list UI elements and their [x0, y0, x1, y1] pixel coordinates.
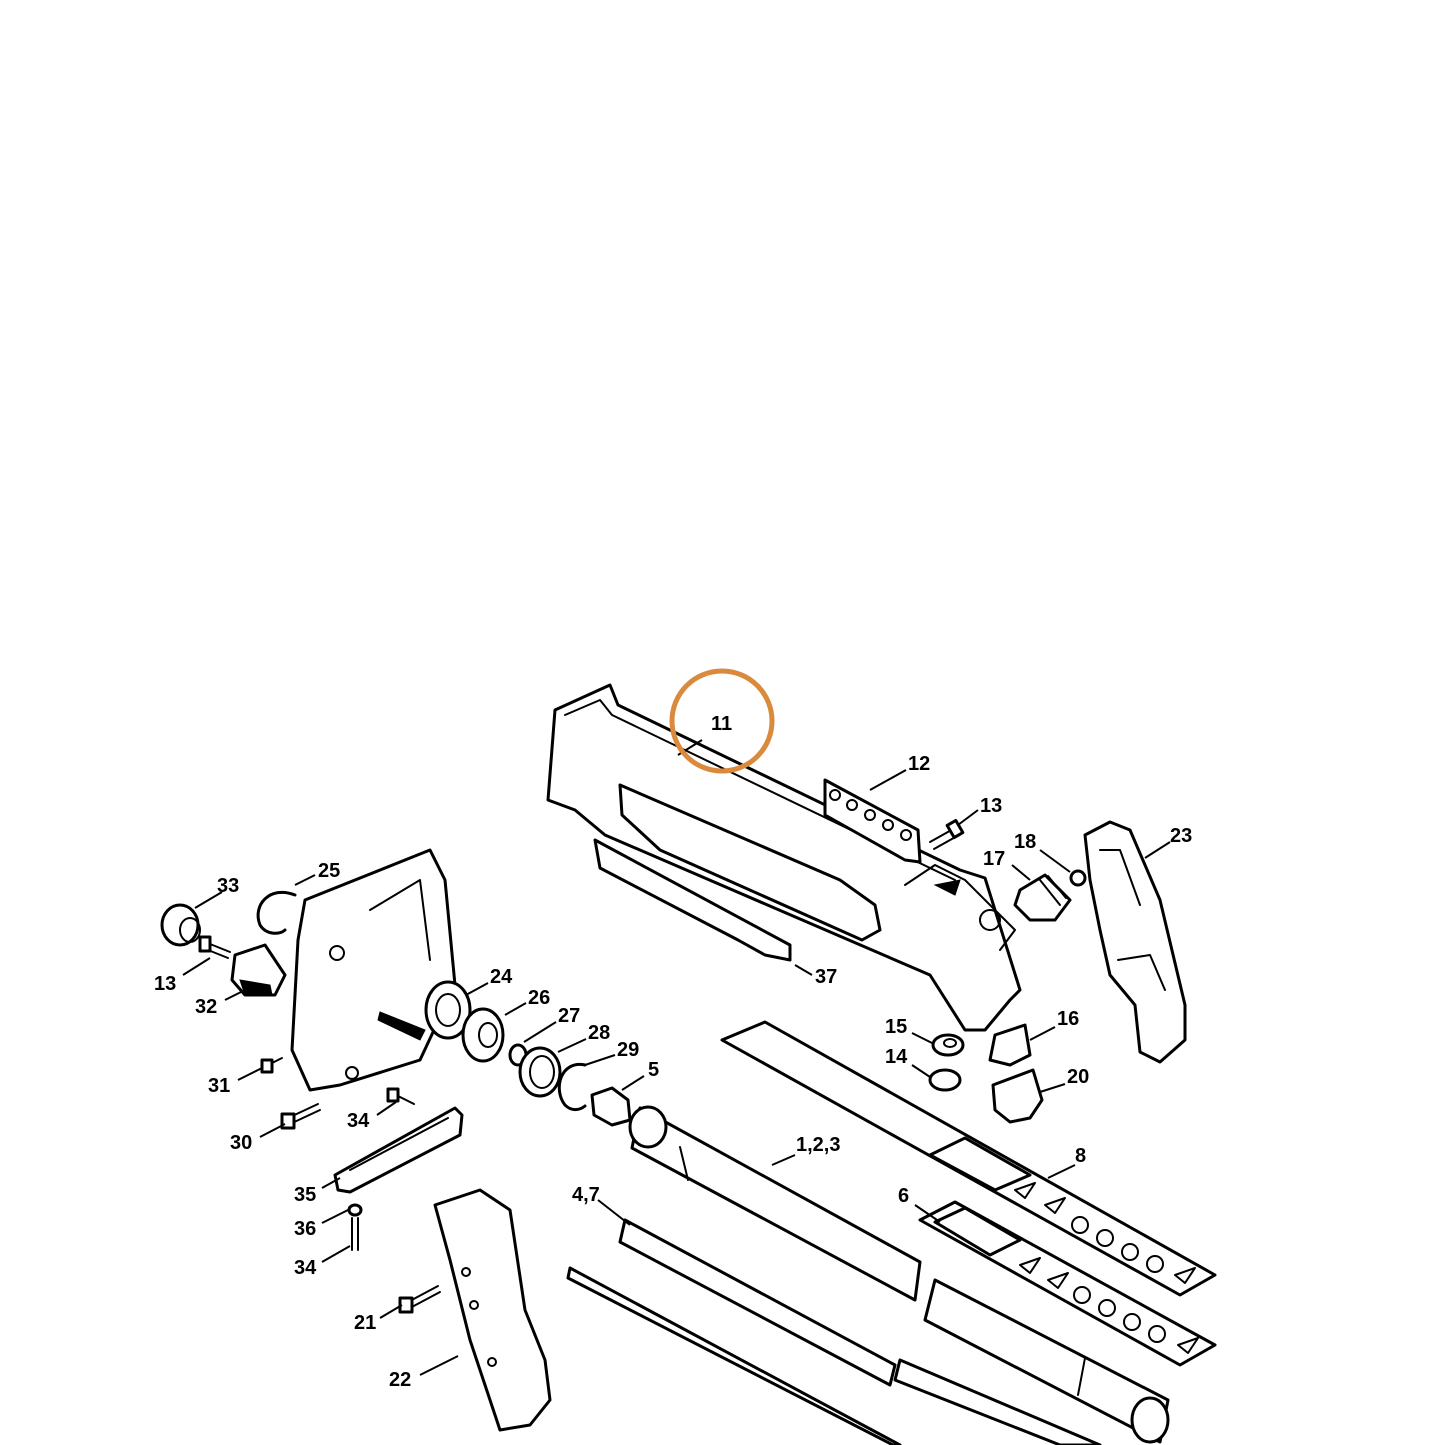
callout-6: 6: [898, 1185, 909, 1207]
callout-35: 35: [294, 1184, 316, 1206]
part-26-bearing: [461, 1007, 505, 1063]
callout-14: 14: [885, 1046, 908, 1068]
callout-22: 22: [389, 1369, 411, 1391]
part-12-plate: [823, 778, 922, 864]
part-6-label: [918, 1200, 1217, 1367]
callout-30: 30: [230, 1132, 252, 1154]
part-35-bracket: [333, 1106, 464, 1194]
callout-25: 25: [318, 860, 340, 882]
part-15-nut: [931, 1033, 965, 1057]
callout-27: 27: [558, 1005, 580, 1027]
part-24-gear-housing: [290, 848, 472, 1092]
part-33-bushing: [160, 903, 201, 947]
callout-18: 18: [1014, 831, 1036, 853]
part-30-screw: [280, 1103, 321, 1130]
part-20-damper: [991, 1068, 1044, 1124]
highlight-ring: [669, 668, 775, 774]
callout-36: 36: [294, 1218, 316, 1240]
part-21-screw: [398, 1285, 441, 1314]
callout-12: 12: [908, 753, 930, 775]
callout-1-2-3: 1,2,3: [796, 1134, 840, 1156]
callout-24: 24: [490, 966, 513, 988]
part-34-screw-upper: [386, 1087, 415, 1105]
part-37-cover: [593, 838, 792, 962]
callout-32: 32: [195, 996, 217, 1018]
callout-15: 15: [885, 1016, 907, 1038]
part-4-7-shaft: [566, 1218, 1102, 1445]
callout-37: 37: [815, 966, 837, 988]
callout-4-7: 4,7: [572, 1184, 600, 1206]
callout-31: 31: [208, 1075, 230, 1097]
part-5-nut: [590, 1086, 632, 1127]
part-18-plug: [1069, 869, 1087, 887]
part-32-buffer: [230, 943, 287, 997]
callout-23: 23: [1170, 825, 1192, 847]
part-16-damper: [988, 1023, 1032, 1067]
callout-21: 21: [354, 1312, 376, 1334]
part-8-label: [720, 1020, 1217, 1297]
callout-33: 33: [217, 875, 239, 897]
part-labels: 12 13 17 18 23 33 25 13 32 24 26 27 28 2…: [154, 713, 1192, 1391]
callout-13-left: 13: [154, 973, 176, 995]
part-34-screw-lower: [351, 1217, 359, 1251]
part-31-screw: [260, 1057, 283, 1074]
leader-lines: [182, 739, 1171, 1376]
callout-28: 28: [588, 1022, 610, 1044]
callout-13-upper: 13: [980, 795, 1002, 817]
part-13-screw-upper: [929, 818, 965, 850]
part-14-washer: [928, 1068, 962, 1092]
callout-34-upper: 34: [347, 1110, 370, 1132]
callout-29: 29: [617, 1039, 639, 1061]
part-17-damper: [1013, 873, 1072, 922]
part-36-washer: [347, 1203, 363, 1217]
callout-16: 16: [1057, 1008, 1079, 1030]
callout-8: 8: [1075, 1145, 1086, 1167]
callout-26: 26: [528, 987, 550, 1009]
callout-20: 20: [1067, 1066, 1089, 1088]
callout-34-lower: 34: [294, 1257, 317, 1279]
part-29-circlip: [557, 1063, 587, 1112]
part-23-handle: [1083, 820, 1187, 1064]
part-22-handle: [433, 1188, 552, 1432]
part-1-2-3-tube: [628, 1105, 1170, 1444]
part-25-circlip: [256, 890, 297, 935]
part-28-washer: [518, 1046, 562, 1098]
callout-5: 5: [648, 1059, 659, 1081]
callout-11: 11: [711, 713, 732, 735]
callout-17: 17: [983, 848, 1005, 870]
part-13-screw-left: [198, 935, 231, 959]
